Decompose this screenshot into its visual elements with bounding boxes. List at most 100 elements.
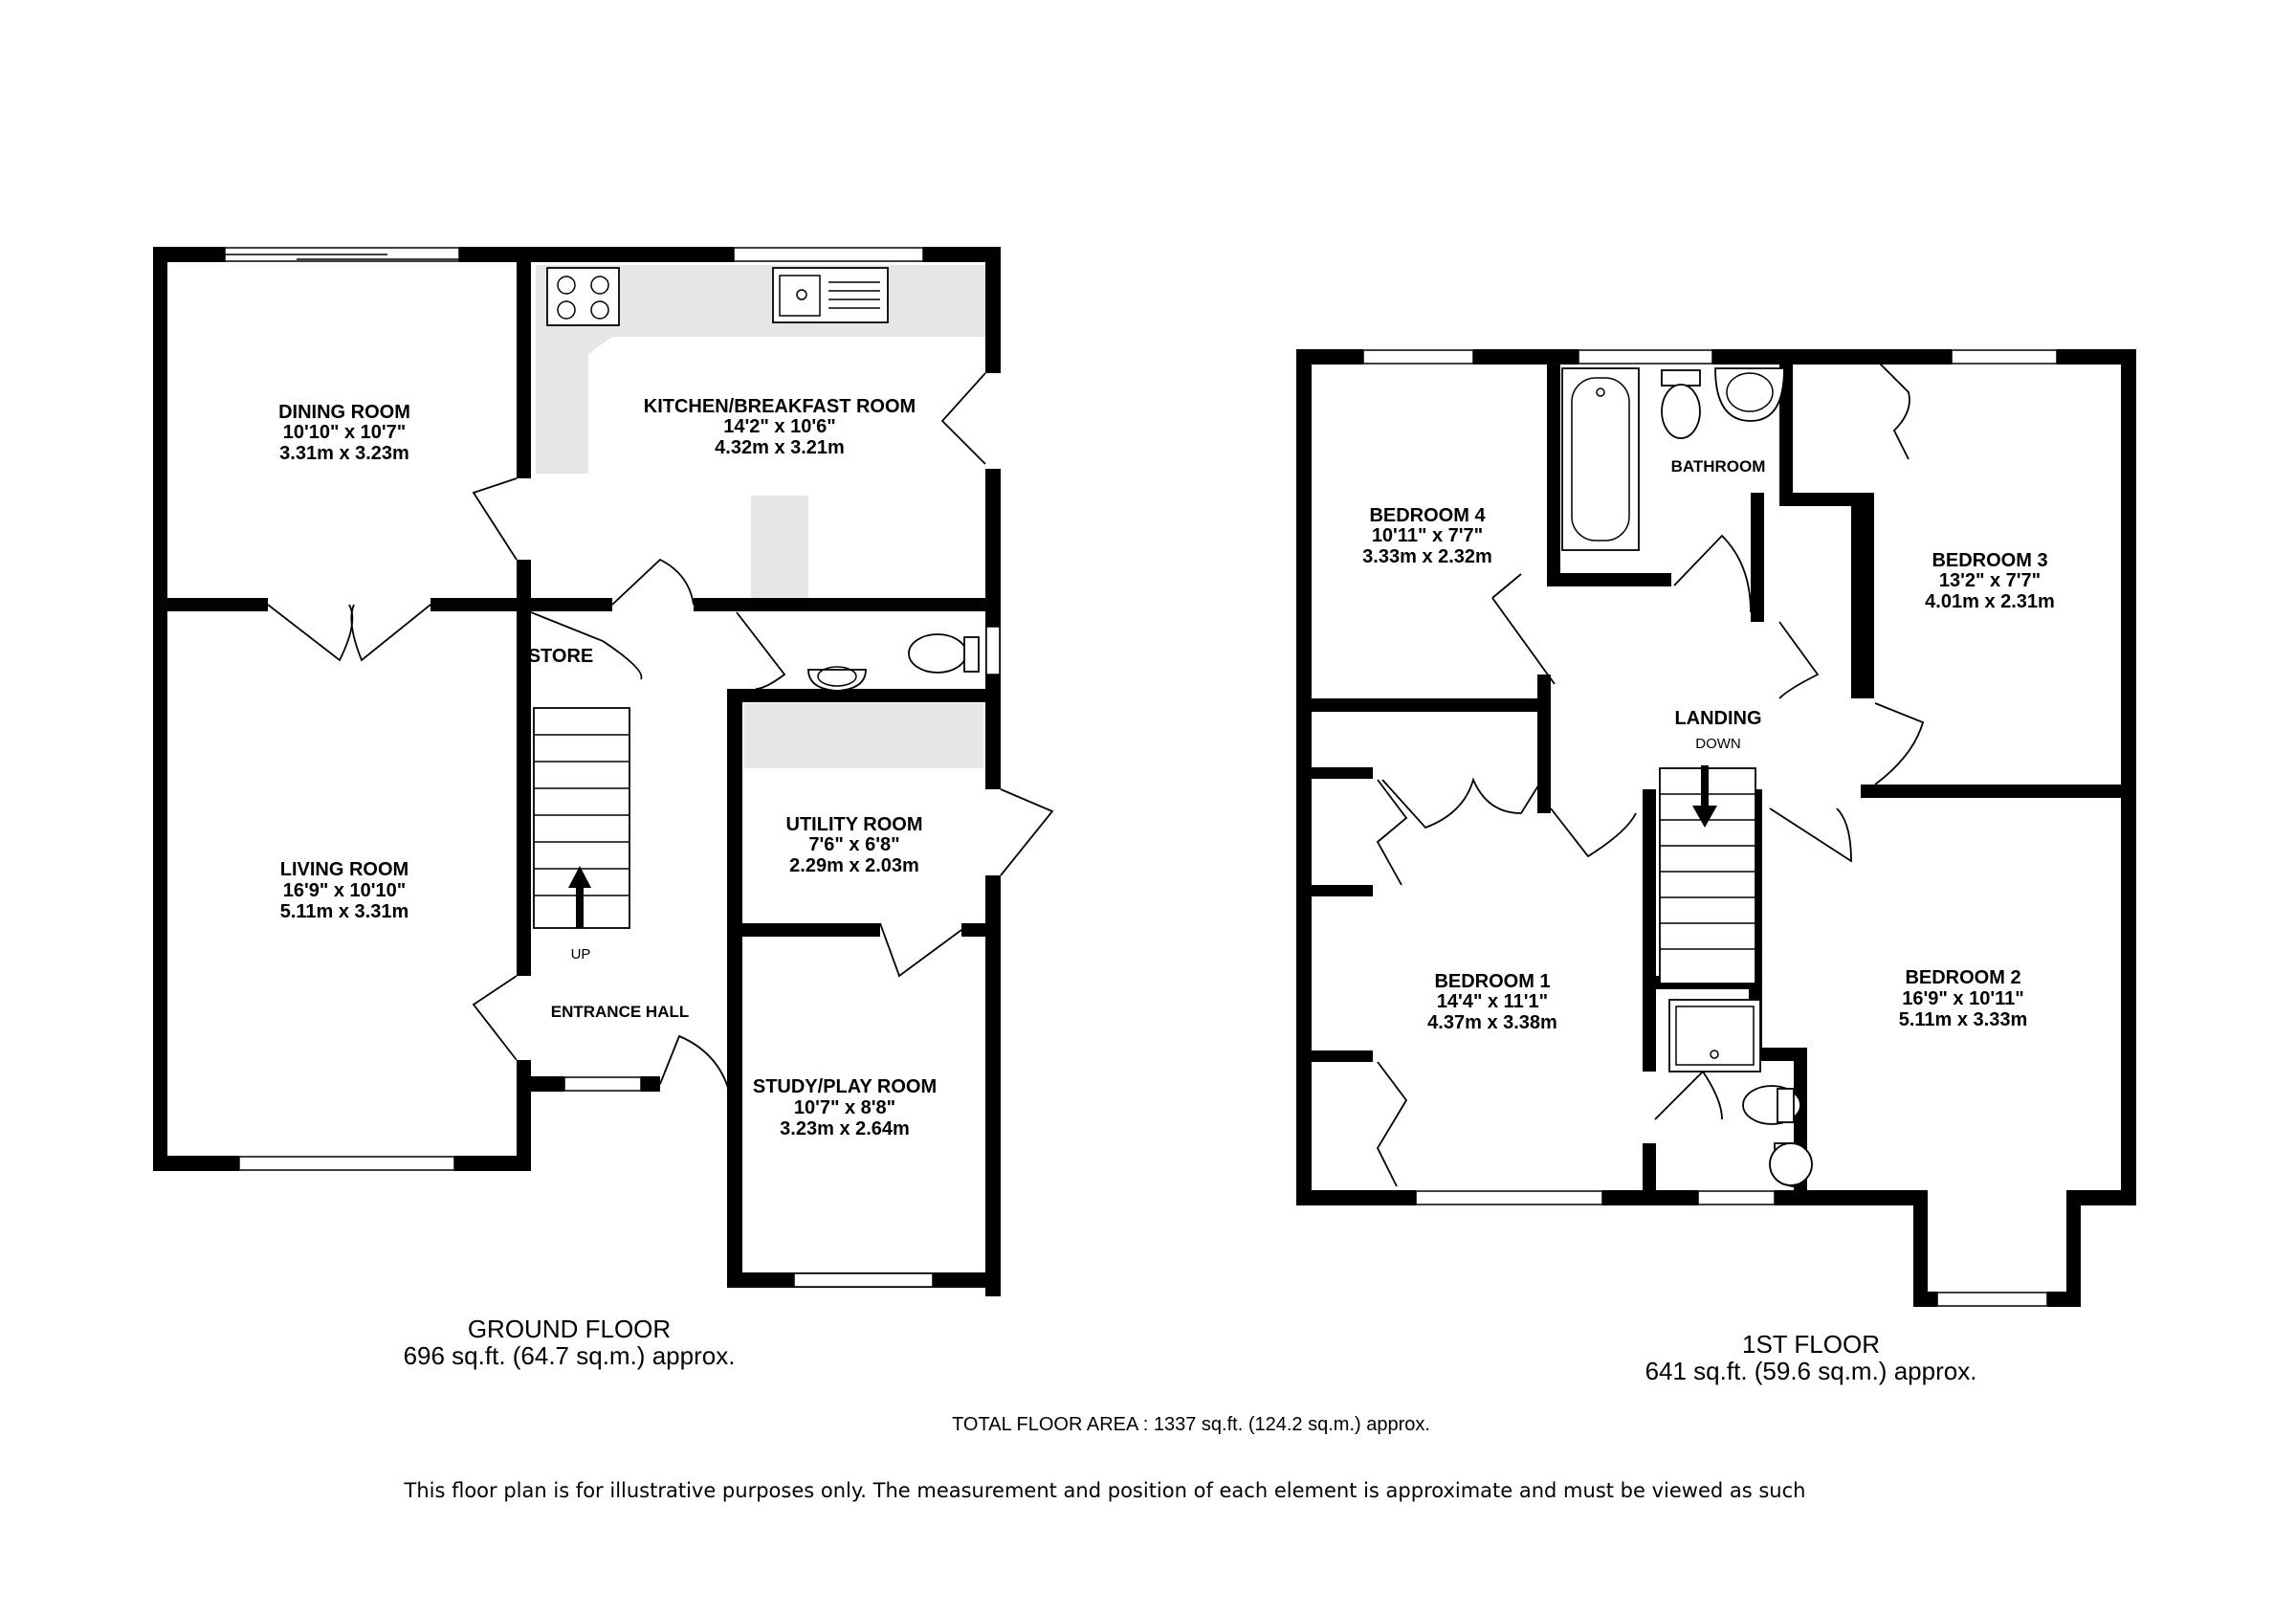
door <box>659 1034 730 1092</box>
door <box>472 975 518 1061</box>
room-name-kitchen: KITCHEN/BREAKFAST ROOM <box>644 396 916 417</box>
wall <box>985 247 1001 373</box>
bathroom-label: BATHROOM <box>1671 457 1766 475</box>
bath-icon <box>1561 367 1640 551</box>
wall <box>153 1156 239 1171</box>
door <box>736 611 786 690</box>
wall <box>1775 1190 1928 1205</box>
room-metric-dining: 3.31m x 3.23m <box>279 443 409 464</box>
window <box>1578 349 1713 365</box>
wall <box>1296 885 1373 896</box>
wall <box>1547 349 1560 586</box>
wall <box>727 689 1001 702</box>
wall <box>641 1076 660 1092</box>
first-floor-area: 641 sq.ft. (59.6 sq.m.) approx. <box>1645 1357 1977 1385</box>
kitchen-sink-icon <box>772 267 889 323</box>
room-name-living: LIVING ROOM <box>280 859 408 880</box>
wall <box>2066 1190 2081 1307</box>
window <box>985 626 1001 675</box>
wall <box>517 1076 564 1092</box>
room-name-utility: UTILITY ROOM <box>786 814 923 835</box>
window <box>793 1272 934 1288</box>
wall <box>2121 349 2136 1191</box>
hob-icon <box>546 267 620 326</box>
window <box>1936 1292 2048 1307</box>
ground-floor-labels: DINING ROOM 10'10" x 10'7" 3.31m x 3.23m… <box>278 396 937 1370</box>
window <box>1951 349 2058 365</box>
first-floor-plan <box>1296 349 2136 1307</box>
wall <box>1643 1143 1656 1205</box>
wall <box>2066 1190 2136 1205</box>
door <box>1381 774 1546 829</box>
door <box>1654 1070 1723 1120</box>
wall <box>2057 349 2136 365</box>
room-metric-study: 3.23m x 2.64m <box>780 1118 910 1139</box>
room-imperial-bedroom-2: 16'9" x 10'11" <box>1902 988 2023 1009</box>
wall <box>1296 698 1550 712</box>
door <box>879 922 962 978</box>
entrance-hall-label: ENTRANCE HALL <box>551 1003 690 1021</box>
door <box>940 372 986 465</box>
wall <box>727 923 880 937</box>
wall <box>1861 785 2136 798</box>
room-imperial-dining: 10'10" x 10'7" <box>283 422 407 443</box>
up-label: UP <box>571 946 591 962</box>
toilet-icon <box>1742 1085 1801 1125</box>
wall <box>1643 789 1656 1072</box>
wall <box>454 1156 531 1171</box>
wall <box>1547 573 1671 586</box>
door <box>1879 363 1910 460</box>
room-name-bedroom-1: BEDROOM 1 <box>1434 971 1550 992</box>
wall <box>1296 349 1363 365</box>
room-imperial-bedroom-1: 14'4" x 11'1" <box>1437 991 1548 1012</box>
window <box>733 247 924 262</box>
down-label: DOWN <box>1695 736 1741 752</box>
window <box>1415 1190 1603 1205</box>
door <box>267 604 354 662</box>
window <box>1362 349 1474 365</box>
first-floor-labels: BEDROOM 4 10'11" x 7'7" 3.33m x 2.32m BE… <box>1362 457 2055 1385</box>
door <box>1491 573 1556 685</box>
door <box>1376 1061 1408 1187</box>
door <box>1769 807 1852 863</box>
room-metric-utility: 2.29m x 2.03m <box>789 855 919 876</box>
window <box>1697 1190 1776 1205</box>
wall <box>1913 1292 1937 1307</box>
wall <box>459 247 734 262</box>
wall <box>1712 349 1952 365</box>
wall <box>923 247 985 262</box>
door <box>472 477 518 561</box>
room-metric-bedroom-4: 3.33m x 2.32m <box>1362 546 1492 567</box>
wall <box>153 247 225 262</box>
room-name-dining: DINING ROOM <box>278 402 410 423</box>
window <box>563 1076 642 1092</box>
wall <box>153 598 268 611</box>
room-name-bedroom-4: BEDROOM 4 <box>1369 505 1486 526</box>
wall <box>153 247 167 1171</box>
room-imperial-bedroom-4: 10'11" x 7'7" <box>1372 525 1483 546</box>
room-imperial-kitchen: 14'2" x 10'6" <box>723 416 835 437</box>
ground-staircase <box>533 707 630 929</box>
wall <box>694 598 1001 611</box>
store-label: STORE <box>528 646 594 667</box>
wall <box>430 598 612 611</box>
door <box>530 611 643 680</box>
wall <box>517 560 531 976</box>
room-metric-living: 5.11m x 3.31m <box>280 901 409 922</box>
landing-label: LANDING <box>1674 708 1761 729</box>
shower-icon <box>1668 999 1761 1072</box>
room-metric-bedroom-2: 5.11m x 3.33m <box>1899 1009 2028 1030</box>
door <box>1376 779 1408 886</box>
total-floor-area: TOTAL FLOOR AREA : 1337 sq.ft. (124.2 sq… <box>952 1414 1430 1435</box>
room-metric-kitchen: 4.32m x 3.21m <box>715 437 845 458</box>
room-name-study: STUDY/PLAY ROOM <box>753 1076 937 1097</box>
door <box>1874 702 1925 785</box>
toilet-icon <box>908 633 980 674</box>
wall <box>1913 1190 1928 1305</box>
wall <box>1779 493 1866 506</box>
wall <box>517 247 531 478</box>
basin-icon <box>1714 367 1785 422</box>
door <box>1778 621 1820 699</box>
door <box>350 604 431 662</box>
door <box>1550 807 1637 858</box>
